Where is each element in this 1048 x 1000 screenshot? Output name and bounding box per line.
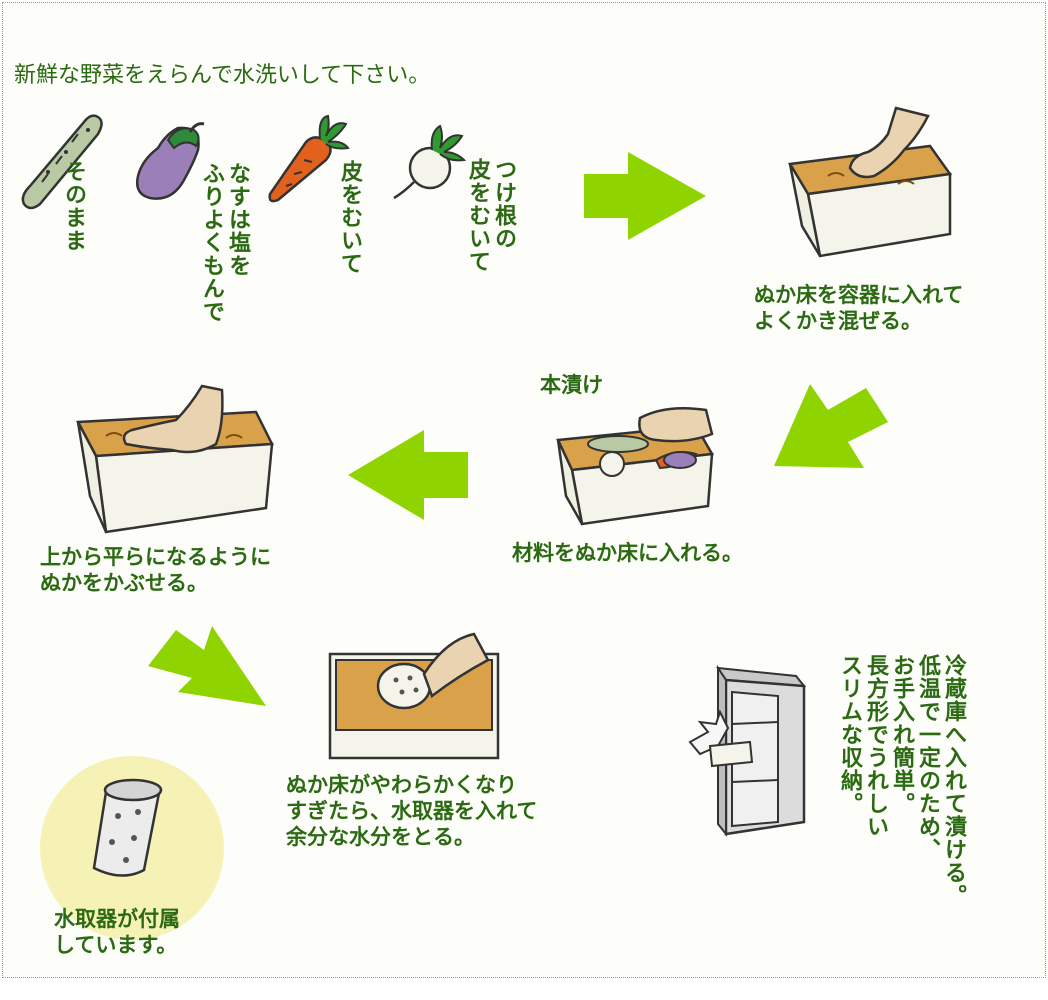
turnip-caption: つけ根の皮をむいて bbox=[465, 158, 516, 273]
nuka-box-insert-icon bbox=[556, 406, 715, 526]
step-insert-caption: 材料をぬか床に入れる。 bbox=[512, 541, 743, 565]
nuka-box-water-icon bbox=[328, 632, 500, 760]
eggplant-caption: なすは塩をふりよくもんで bbox=[199, 162, 250, 323]
carrot-caption: 皮をむいて bbox=[337, 160, 362, 275]
step-mix-caption: ぬか床を容器に入れて よくかき混ぜる。 bbox=[754, 283, 964, 333]
arrow-right-icon bbox=[584, 152, 706, 240]
arrow-down-right-icon bbox=[148, 626, 266, 706]
turnip-icon bbox=[393, 124, 467, 200]
step-water-caption: ぬか床がやわらかくなり すぎたら、水取器を入れて 余分な水分をとる。 bbox=[286, 773, 538, 849]
nuka-box-cover-icon bbox=[75, 384, 274, 534]
fridge-caption: 冷蔵庫へ入れて漬ける。低温で一定のため、お手入れ簡単。長方形でうれしいスリムな収… bbox=[837, 654, 966, 907]
water-remover-accessory-icon bbox=[40, 756, 224, 940]
step-cover-caption: 上から平らになるように ぬかをかぶせる。 bbox=[40, 545, 271, 595]
eggplant-icon bbox=[136, 122, 205, 200]
intro-text: 新鮮な野菜をえらんで水洗いして下さい。 bbox=[14, 63, 431, 88]
accessory-caption: 水取器が付属 しています。 bbox=[54, 907, 180, 957]
nuka-box-mix-icon bbox=[787, 106, 953, 258]
arrow-left-icon bbox=[348, 430, 468, 520]
arrow-down-left-icon bbox=[774, 384, 888, 468]
refrigerator-icon bbox=[688, 664, 807, 837]
main-pickling-label: 本漬け bbox=[540, 373, 603, 397]
carrot-icon bbox=[268, 114, 350, 203]
cucumber-caption: そのまま bbox=[61, 160, 86, 252]
cucumber-icon bbox=[21, 114, 103, 210]
